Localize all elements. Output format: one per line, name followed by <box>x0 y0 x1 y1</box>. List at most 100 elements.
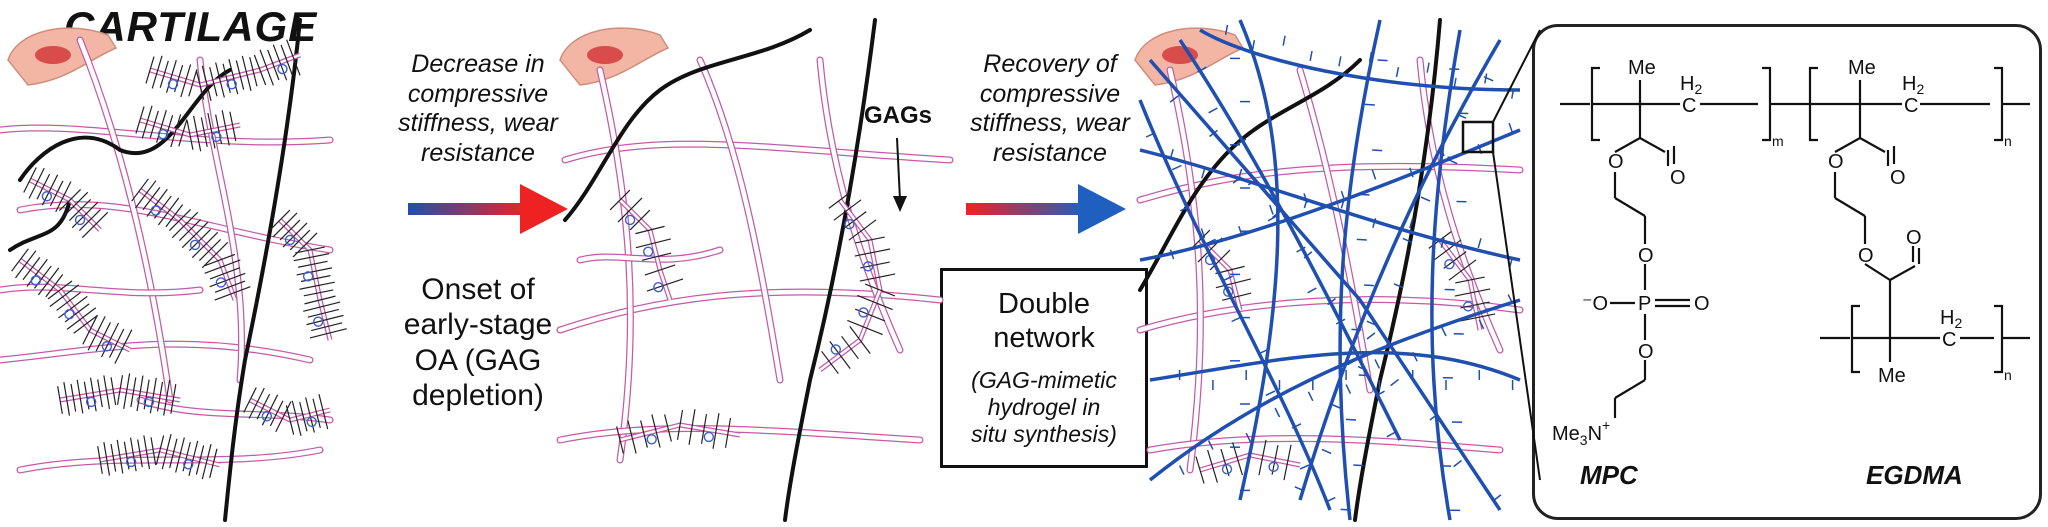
gag-bristle <box>155 109 167 143</box>
gag-bristle <box>253 54 267 86</box>
gag-bristle <box>609 189 631 211</box>
gag-bristle <box>114 329 133 364</box>
hydrogel-pendant <box>1335 318 1346 325</box>
hydrogel-strand <box>1298 39 1502 501</box>
negative-charge <box>306 416 317 427</box>
hydrogel-pendant <box>1169 148 1174 160</box>
gag-bristle <box>303 301 341 312</box>
hydrogel-pendant <box>1207 440 1214 450</box>
gag-bristle <box>235 60 245 90</box>
gag-bristle <box>136 375 144 412</box>
negative-charge <box>277 63 288 75</box>
mpc-label: MPC <box>1580 460 1639 490</box>
hydrogel-strand <box>1338 19 1382 521</box>
arrow2-shaft <box>966 203 1086 215</box>
gag-bristle <box>170 383 177 414</box>
negative-charge <box>844 218 855 230</box>
gag-bristle <box>310 322 343 332</box>
hydrogel-pendant <box>1197 66 1207 73</box>
negative-charge <box>1462 301 1474 312</box>
hydrogel-pendant <box>1269 188 1274 199</box>
egdma2-h2: H2 <box>1940 307 1962 331</box>
gag-bristle <box>700 414 708 444</box>
collagen-fiber <box>197 57 244 383</box>
gag-bristle <box>1258 439 1267 476</box>
collagen-fiber <box>77 37 173 403</box>
mpc-o-neg: ⁻O <box>1582 293 1608 315</box>
gag-bristle <box>1215 278 1251 289</box>
egdma-o-3: O <box>1906 227 1922 249</box>
hydrogel-strand <box>1199 28 1521 92</box>
gag-bristle <box>280 44 293 76</box>
gag-bristle <box>68 198 92 222</box>
gag-bristle <box>149 377 157 414</box>
gag-bristle <box>249 56 258 87</box>
negative-charge <box>74 214 86 226</box>
negative-charge <box>30 275 41 286</box>
egdma-o-ester: O <box>1828 151 1844 173</box>
gag-bristle <box>298 260 328 268</box>
gag-bristle <box>15 250 37 279</box>
panel-double-network <box>1134 18 1524 522</box>
gag-bristle <box>651 414 661 448</box>
gag-bristle <box>97 379 103 408</box>
gag-bristle <box>188 440 199 476</box>
hydrogel-pendant <box>1247 179 1258 186</box>
gag-bristle <box>157 197 180 226</box>
gag-bristle <box>58 295 88 319</box>
gag-bristle <box>135 180 157 209</box>
gag-bristle <box>843 211 867 229</box>
gag-bristle <box>221 110 230 146</box>
egdma-c: C <box>1904 95 1918 117</box>
gag-bristle <box>49 180 64 207</box>
tissue-boundary <box>223 18 302 522</box>
gag-bristle <box>640 420 648 448</box>
gag-bristle <box>1448 259 1477 281</box>
gag-bristle <box>644 264 676 276</box>
gag-bristle <box>73 314 99 334</box>
gag-bristle <box>847 319 883 336</box>
collagen-fiber <box>562 141 953 163</box>
egdma-o-2: O <box>1858 245 1874 267</box>
tissue-boundary <box>8 198 72 252</box>
arrow1-line-2: compressive <box>407 79 549 108</box>
hydrogel-pendant <box>1307 391 1314 402</box>
gag-bristle <box>712 413 720 449</box>
hydrogel-pendant <box>1390 378 1399 387</box>
hydrogel-pendant <box>1364 284 1375 287</box>
gag-bristle <box>275 401 292 433</box>
tissue-boundary <box>783 18 877 522</box>
panel-healthy-cartilage <box>0 18 347 522</box>
negative-charge <box>64 309 75 320</box>
tissue-boundary <box>563 28 812 222</box>
gag-bristle <box>116 439 124 474</box>
collagen-fiber <box>1297 67 1373 393</box>
hydrogel-pendant <box>1269 204 1274 215</box>
gag-bristle <box>103 375 111 410</box>
negative-charge <box>167 79 179 90</box>
hydrogel-pendant <box>1366 320 1377 326</box>
gag-bristle <box>279 219 301 241</box>
hydrogel-pendant <box>1402 237 1413 244</box>
gag-bristle <box>209 448 218 479</box>
dn-title-line-1: Double <box>998 288 1090 320</box>
hydrogel-pendant <box>1309 50 1313 61</box>
hydrogel-pendant <box>1206 238 1216 245</box>
gag-bristle <box>49 284 80 307</box>
gag-bristle <box>855 236 885 244</box>
polymer-structure: Me H2 C m O O O P O ⁻O O Me3N+ Me H2 C n… <box>1552 57 2030 490</box>
gag-bristle <box>45 274 64 298</box>
hydrogel-pendant <box>1409 218 1414 229</box>
hydrogel-pendant <box>1511 88 1515 99</box>
gag-bristle <box>841 335 859 360</box>
negative-charge <box>624 214 636 226</box>
hydrogel-pendant <box>1296 246 1306 253</box>
egdma-sub-n: n <box>2004 133 2012 149</box>
gag-bristle <box>201 444 212 480</box>
gag-bristle <box>156 381 164 412</box>
gag-bristle <box>135 106 145 134</box>
mpc-o-ester: O <box>1608 151 1624 173</box>
gag-bristle <box>1459 313 1496 322</box>
negative-charge <box>261 411 273 422</box>
gag-bristle <box>201 241 229 269</box>
